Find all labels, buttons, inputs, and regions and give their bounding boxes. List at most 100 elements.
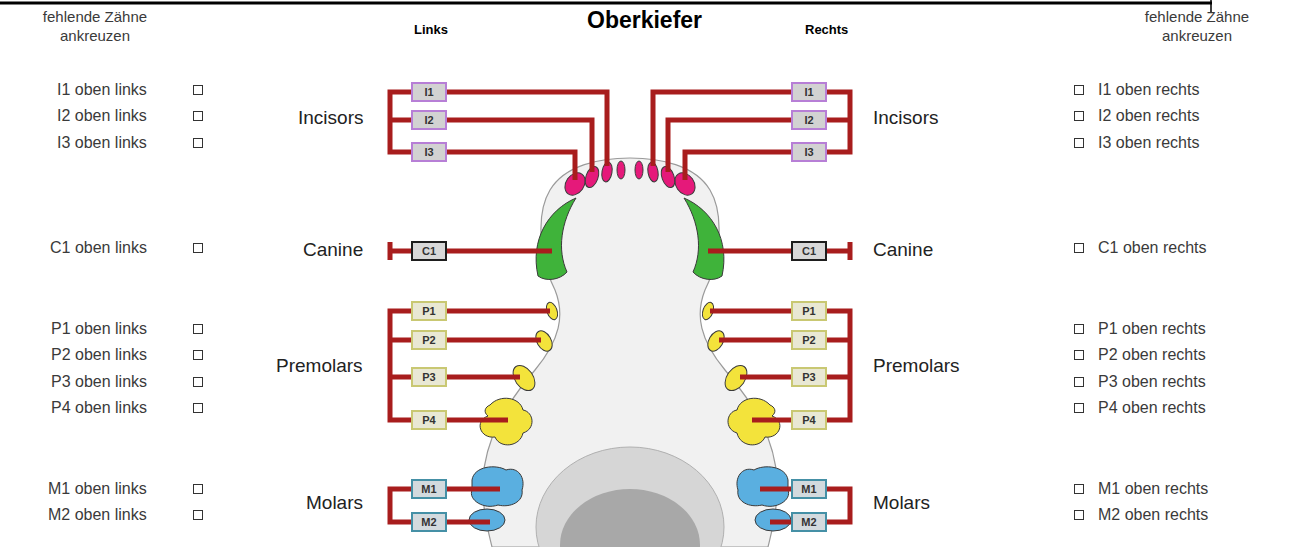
leader-line bbox=[710, 309, 791, 314]
leader-line bbox=[447, 338, 541, 343]
box-label: I2 bbox=[424, 115, 433, 126]
checkbox bbox=[1075, 112, 1084, 121]
premolar-box: P4 bbox=[411, 410, 447, 430]
leader-line bbox=[708, 249, 791, 254]
tooth-checklist-label: I1 oben links bbox=[57, 80, 147, 100]
box-label: I1 bbox=[804, 87, 813, 98]
checkbox bbox=[194, 244, 203, 253]
bracket-molars-right bbox=[827, 489, 850, 522]
molar-box: M1 bbox=[411, 479, 447, 499]
box-label: M2 bbox=[801, 517, 816, 528]
tooth-group-label: Premolars bbox=[276, 354, 363, 378]
leader-line bbox=[752, 418, 791, 423]
molar-box: M1 bbox=[791, 479, 827, 499]
checkbox bbox=[1075, 351, 1084, 360]
box-label: P4 bbox=[802, 415, 815, 426]
leader-line bbox=[685, 152, 791, 180]
leader-line bbox=[447, 152, 575, 180]
canine-box: C1 bbox=[411, 241, 447, 261]
column-header: fehlende Zähne ankreuzen bbox=[33, 8, 157, 46]
canine-tooth bbox=[536, 198, 576, 279]
leader-line bbox=[740, 375, 791, 380]
leader-line bbox=[447, 520, 490, 525]
premolar-box: P2 bbox=[411, 330, 447, 350]
bracket-incisors-left bbox=[390, 92, 411, 152]
tooth-checklist-label: I1 oben rechts bbox=[1098, 80, 1199, 100]
box-label: I3 bbox=[424, 147, 433, 158]
incisor-box: I3 bbox=[791, 142, 827, 162]
tooth-checklist-label: P2 oben links bbox=[51, 345, 147, 365]
box-label: P1 bbox=[422, 306, 435, 317]
checkbox bbox=[1075, 86, 1084, 95]
canine-box: C1 bbox=[791, 241, 827, 261]
premolar-box: P2 bbox=[791, 330, 827, 350]
teeth-right bbox=[635, 161, 791, 531]
leader-line bbox=[447, 375, 520, 380]
checkboxes bbox=[194, 86, 1084, 520]
leader-lines bbox=[390, 92, 850, 522]
tooth-checklist-label: I2 oben rechts bbox=[1098, 106, 1199, 126]
leader-line bbox=[770, 520, 791, 525]
molar-box: M2 bbox=[411, 512, 447, 532]
box-label: P3 bbox=[422, 372, 435, 383]
box-label: I2 bbox=[804, 115, 813, 126]
tooth-checklist-label: P3 oben rechts bbox=[1098, 372, 1206, 392]
incisor-tooth bbox=[617, 161, 625, 179]
checkbox bbox=[194, 112, 203, 121]
incisor-box: I1 bbox=[791, 82, 827, 102]
leader-line bbox=[447, 487, 500, 492]
bracket-incisors-right bbox=[827, 92, 850, 152]
bracket-premolars-left bbox=[390, 311, 411, 420]
tooth-group-label: Molars bbox=[306, 491, 363, 515]
tooth-checklist-label: M2 oben links bbox=[48, 505, 147, 525]
incisor-box: I2 bbox=[791, 110, 827, 130]
tooth-checklist-label: C1 oben links bbox=[50, 238, 147, 258]
incisor-box: I1 bbox=[411, 82, 447, 102]
box-label: M2 bbox=[421, 517, 436, 528]
leader-line bbox=[447, 92, 607, 166]
leader-line bbox=[447, 309, 550, 314]
checkbox bbox=[194, 485, 203, 494]
box-label: I3 bbox=[804, 147, 813, 158]
premolar-box: P3 bbox=[411, 367, 447, 387]
palate-rim bbox=[536, 447, 724, 547]
box-label: P4 bbox=[422, 415, 435, 426]
tooth-checklist-label: M1 oben links bbox=[48, 479, 147, 499]
checkbox bbox=[194, 325, 203, 334]
box-label: C1 bbox=[802, 246, 816, 257]
checkbox bbox=[1075, 325, 1084, 334]
diagram-title: Oberkiefer bbox=[587, 6, 702, 35]
premolar-box: P3 bbox=[791, 367, 827, 387]
leader-line bbox=[760, 487, 791, 492]
teeth-left bbox=[469, 161, 625, 531]
incisor-box: I3 bbox=[411, 142, 447, 162]
tooth-group-label: Molars bbox=[873, 491, 930, 515]
premolar-box: P4 bbox=[791, 410, 827, 430]
tooth-checklist-label: I2 oben links bbox=[57, 106, 147, 126]
tooth-checklist-label: M2 oben rechts bbox=[1098, 505, 1208, 525]
box-label: I1 bbox=[424, 87, 433, 98]
checkbox bbox=[194, 378, 203, 387]
tooth-checklist-label: P2 oben rechts bbox=[1098, 345, 1206, 365]
box-label: C1 bbox=[422, 246, 436, 257]
checkbox bbox=[194, 511, 203, 520]
side-label: Links bbox=[414, 22, 448, 38]
tooth-checklist-label: P3 oben links bbox=[51, 372, 147, 392]
checkbox bbox=[1075, 511, 1084, 520]
tooth-checklist-label: I3 oben links bbox=[57, 133, 147, 153]
checkbox bbox=[1075, 244, 1084, 253]
palate-center bbox=[560, 489, 700, 547]
premolar-box: P1 bbox=[411, 301, 447, 321]
leader-line bbox=[447, 120, 592, 172]
checkbox bbox=[1075, 378, 1084, 387]
tooth-checklist-label: M1 oben rechts bbox=[1098, 479, 1208, 499]
tooth-group-label: Canine bbox=[873, 238, 933, 262]
leader-line bbox=[447, 418, 508, 423]
tooth-checklist-label: P4 oben rechts bbox=[1098, 398, 1206, 418]
box-label: P2 bbox=[422, 335, 435, 346]
tooth-group-label: Incisors bbox=[298, 106, 363, 130]
tooth-group-label: Canine bbox=[303, 238, 363, 262]
leader-line bbox=[719, 338, 791, 343]
incisor-box: I2 bbox=[411, 110, 447, 130]
tooth-checklist-label: P1 oben rechts bbox=[1098, 319, 1206, 339]
